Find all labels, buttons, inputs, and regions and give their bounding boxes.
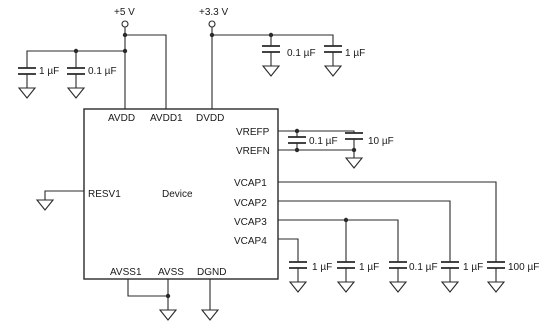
plus5v-terminal (121, 20, 129, 28)
pin-avdd1: AVDD1 (150, 113, 183, 124)
capacitor-vcap2-1uf (440, 261, 460, 293)
junction-dot (73, 48, 79, 54)
pin-vcap2: VCAP2 (234, 198, 267, 209)
capacitor-vcap3-01uf (388, 261, 408, 293)
resv1-ground (35, 190, 84, 211)
plus3v3-terminal (208, 20, 216, 28)
cap-label: 1 µF (463, 262, 483, 273)
cap-label: 1 µF (359, 262, 379, 273)
cap-label: 0.1 µF (287, 48, 316, 59)
pin-vrefp: VREFP (236, 127, 270, 138)
vref-network (278, 128, 364, 169)
junction-dot (351, 147, 357, 153)
vcap-wiring (278, 181, 497, 262)
capacitor-vcap3-1uf (336, 261, 356, 293)
cap-label: 10 µF (368, 136, 394, 147)
pin-dgnd: DGND (197, 267, 226, 278)
plus3v3-label: +3.3 V (199, 7, 229, 18)
pin-resv1: RESV1 (88, 189, 121, 200)
cap-label: 0.1 µF (309, 136, 338, 147)
avss-ground (127, 279, 178, 321)
pin-vcap3: VCAP3 (234, 217, 267, 228)
plus5v-rail: +5 V (26, 7, 167, 109)
junction-dot (343, 217, 349, 223)
pin-avdd: AVDD (108, 113, 135, 124)
pin-vcap1: VCAP1 (234, 178, 267, 189)
cap-label: 1 µF (312, 262, 332, 273)
cap-label: 1 µF (39, 66, 59, 77)
capacitor-vref-10uf (345, 132, 363, 148)
junction-dot (294, 128, 300, 134)
capacitor-dvdd-01uf (261, 45, 281, 77)
cap-label: 0.1 µF (409, 262, 438, 273)
junction-dot (165, 293, 171, 299)
junction-dot (209, 32, 215, 38)
capacitor-vcap1-100uf (486, 261, 506, 293)
pin-avss1: AVSS1 (110, 267, 142, 278)
cap-label: 0.1 µF (88, 66, 117, 77)
pin-vcap4: VCAP4 (234, 236, 267, 247)
junction-dot (268, 32, 274, 38)
device-body (83, 108, 279, 280)
capacitor-avdd-1uf (17, 67, 37, 99)
junction-dot (122, 48, 128, 54)
plus3v3-rail: +3.3 V (199, 7, 334, 109)
junction-dot (294, 147, 300, 153)
pin-vrefn: VREFN (236, 146, 270, 157)
capacitor-vref-01uf (288, 136, 306, 144)
cap-label: 100 µF (508, 262, 539, 273)
pin-dvdd: DVDD (196, 113, 224, 124)
capacitor-dvdd-1uf (323, 45, 343, 77)
pin-avss: AVSS (158, 267, 184, 278)
cap-label: 1 µF (345, 48, 365, 59)
plus5v-label: +5 V (114, 7, 135, 18)
dgnd-ground (200, 279, 220, 321)
junction-dot (122, 32, 128, 38)
capacitor-vcap4-1uf (288, 261, 308, 293)
capacitor-avdd-01uf (66, 67, 86, 99)
device-name: Device (162, 189, 193, 200)
